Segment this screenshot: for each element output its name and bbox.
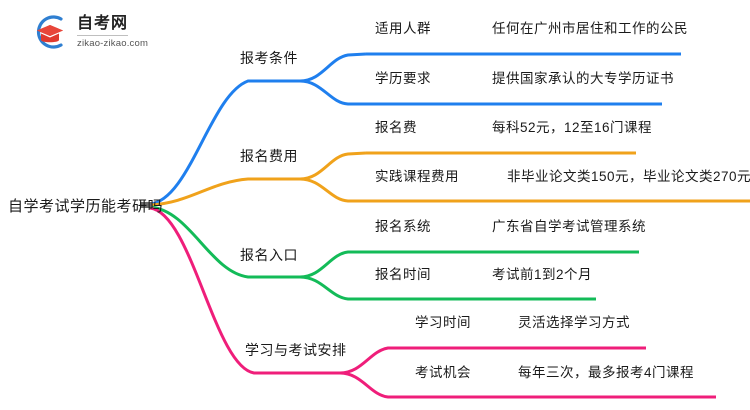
branch-fork-lower-1 [299, 177, 366, 203]
detail-baomingxitong[interactable]: 广东省自学考试管理系统 [492, 219, 646, 234]
site-logo: 自考网 zikao-zikao.com [30, 12, 148, 52]
branch-label-baomingrukou[interactable]: 报名入口 [240, 247, 298, 263]
detail-baomingshijian[interactable]: 考试前1到2个月 [492, 267, 593, 282]
sub-label-shijiankechengfeiyong[interactable]: 实践课程费用 [375, 169, 459, 184]
logo-title: 自考网 [77, 15, 129, 36]
root-to-branch-line-1 [149, 177, 300, 207]
logo-text-block: 自考网 zikao-zikao.com [77, 15, 149, 49]
branch-label-baomingfeiyong[interactable]: 报名费用 [240, 148, 298, 164]
sub-label-baomingxitong[interactable]: 报名系统 [375, 219, 431, 234]
sub-label-baomingfei[interactable]: 报名费 [375, 120, 417, 135]
branch-fork-lower-3 [339, 371, 406, 399]
detail-shijiankechengfeiyong[interactable]: 非毕业论文类150元，毕业论文类270元 [507, 169, 750, 184]
mindmap-root-node[interactable]: 自学考试学历能考研吗 [8, 198, 164, 215]
sub-label-xuexishijian[interactable]: 学习时间 [415, 315, 471, 330]
branch-fork-lower-0 [299, 79, 366, 106]
branch-connectors-baokaotiaojian [149, 52, 681, 206]
detail-xueliyaoqiu[interactable]: 提供国家承认的大专学历证书 [492, 71, 674, 86]
detail-shiyongrenqun[interactable]: 任何在广州市居住和工作的公民 [492, 21, 688, 36]
sub-label-kaoshijihui[interactable]: 考试机会 [415, 365, 471, 380]
branch-fork-upper-0 [299, 52, 367, 83]
detail-xuexishijian[interactable]: 灵活选择学习方式 [518, 315, 630, 330]
detail-kaoshijihui[interactable]: 每年三次，最多报考4门课程 [518, 365, 695, 380]
sub-label-xueliyaoqiu[interactable]: 学历要求 [375, 71, 431, 86]
sub-label-baomingshijian[interactable]: 报名时间 [375, 267, 431, 282]
branch-fork-upper-3 [339, 346, 406, 375]
branch-fork-lower-2 [299, 275, 366, 301]
branch-connectors-baomingfeiyong [149, 151, 750, 207]
graduation-cap-icon [30, 12, 70, 52]
sub-label-shiyongrenqun[interactable]: 适用人群 [375, 21, 431, 36]
root-to-branch-line-3 [149, 206, 340, 375]
branch-label-xuexiyukaoshianpai[interactable]: 学习与考试安排 [245, 342, 347, 358]
branch-connectors-baomingrukou [149, 205, 639, 301]
root-node-marker [140, 202, 152, 208]
branch-fork-upper-1 [299, 151, 367, 181]
root-to-branch-line-2 [149, 205, 300, 279]
branch-label-baokaotiaojian[interactable]: 报考条件 [240, 50, 298, 66]
root-to-branch-line-0 [149, 79, 300, 206]
branch-connectors-xuexiyukaoshianpai [149, 206, 716, 399]
logo-subtitle: zikao-zikao.com [77, 37, 149, 49]
branch-fork-upper-2 [299, 250, 366, 279]
detail-baomingfei[interactable]: 每科52元，12至16门课程 [492, 120, 653, 135]
